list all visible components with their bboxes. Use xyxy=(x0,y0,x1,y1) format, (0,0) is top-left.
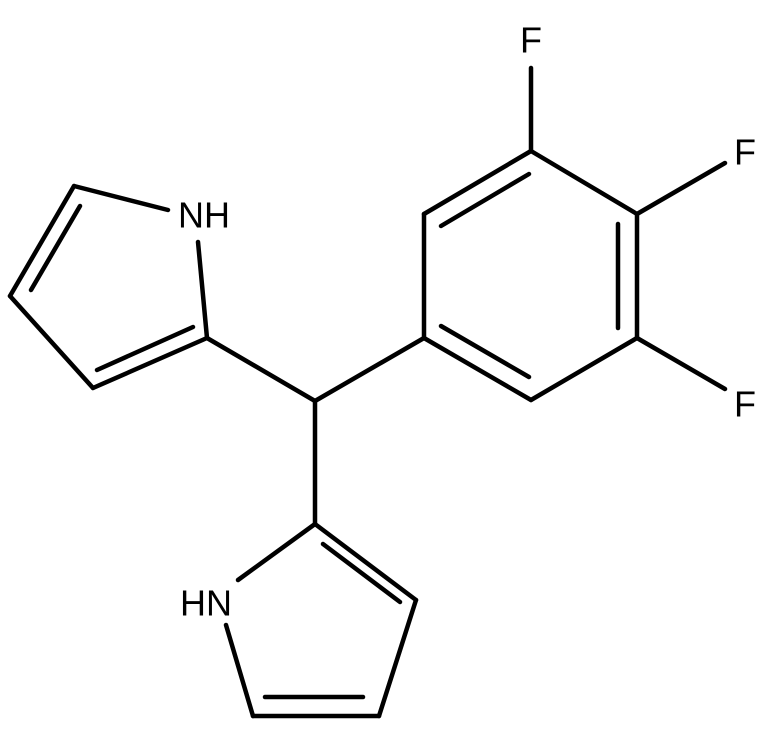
bond xyxy=(421,148,534,217)
bond xyxy=(28,203,83,293)
bond xyxy=(376,597,419,719)
bond xyxy=(223,622,256,719)
bond xyxy=(94,324,196,373)
bond xyxy=(195,239,210,341)
bond xyxy=(421,335,534,403)
fluorine-label-middle: F xyxy=(734,132,756,173)
bond xyxy=(438,323,532,380)
fluorine-label-top: F xyxy=(520,20,542,61)
bond xyxy=(7,293,96,391)
lower-pyrrole-ring xyxy=(223,521,419,719)
fluorine-label-bottom: F xyxy=(734,384,756,425)
methine-bonds xyxy=(204,335,427,527)
benzene-ring xyxy=(421,148,640,403)
bond xyxy=(634,160,728,217)
bond xyxy=(528,335,640,403)
bond xyxy=(71,183,171,213)
atom-labels: F F F NH HN xyxy=(178,20,756,624)
bond xyxy=(312,335,427,404)
bond xyxy=(7,183,77,299)
nh-label-lower: HN xyxy=(180,583,232,624)
bond xyxy=(320,541,403,605)
bond xyxy=(312,521,419,603)
bond xyxy=(90,335,210,391)
upper-pyrrole-ring xyxy=(7,183,210,391)
bond xyxy=(235,521,318,583)
nh-label-upper: NH xyxy=(178,195,230,236)
fluorine-bonds xyxy=(528,65,728,392)
bond xyxy=(438,171,532,229)
bond xyxy=(528,148,640,217)
bond xyxy=(204,335,318,404)
bond xyxy=(634,335,728,392)
